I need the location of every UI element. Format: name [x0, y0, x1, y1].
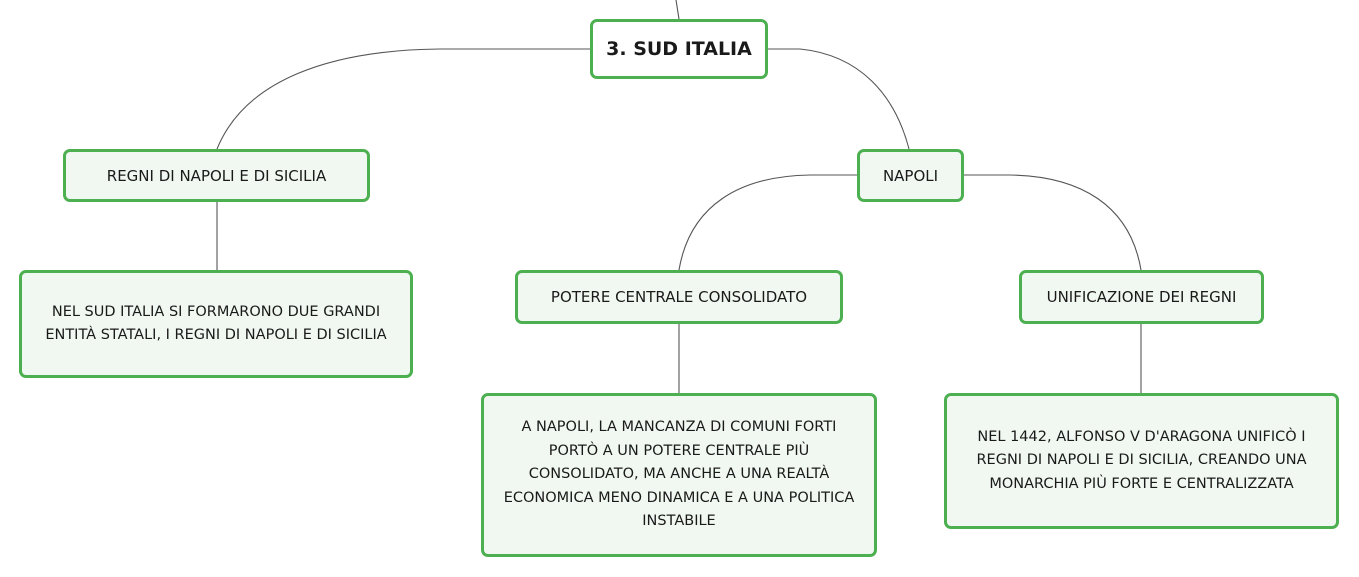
node-napoli[interactable]: NAPOLI — [857, 149, 964, 202]
node-potere-note-label: A NAPOLI, LA MANCANZA DI COMUNI FORTI PO… — [503, 419, 855, 530]
node-potere-note[interactable]: A NAPOLI, LA MANCANZA DI COMUNI FORTI PO… — [481, 393, 877, 557]
connector-root-to-regni — [216, 48, 590, 150]
node-regni-note[interactable]: NEL SUD ITALIA SI FORMARONO DUE GRANDI E… — [19, 270, 413, 378]
node-unificazione-label: UNIFICAZIONE DEI REGNI — [1046, 288, 1237, 306]
node-regni-note-label: NEL SUD ITALIA SI FORMARONO DUE GRANDI E… — [45, 303, 387, 344]
node-potere[interactable]: POTERE CENTRALE CONSOLIDATO — [515, 270, 843, 324]
root-node[interactable]: 3. SUD ITALIA — [590, 19, 768, 79]
connector-napoli-to-unificazione — [964, 174, 1142, 271]
node-unificazione-note-label: NEL 1442, ALFONSO V D'ARAGONA UNIFICÒ I … — [976, 428, 1307, 492]
node-unificazione[interactable]: UNIFICAZIONE DEI REGNI — [1019, 270, 1264, 324]
root-node-label: 3. SUD ITALIA — [606, 38, 752, 60]
node-regni-label: REGNI DI NAPOLI E DI SICILIA — [106, 166, 327, 185]
node-potere-label: POTERE CENTRALE CONSOLIDATO — [550, 288, 808, 306]
connector-parent-to-root — [675, 0, 680, 20]
connector-root-to-napoli — [768, 48, 910, 150]
node-unificazione-note[interactable]: NEL 1442, ALFONSO V D'ARAGONA UNIFICÒ I … — [944, 393, 1339, 529]
node-regni[interactable]: REGNI DI NAPOLI E DI SICILIA — [63, 149, 370, 202]
node-napoli-label: NAPOLI — [882, 166, 939, 185]
connector-napoli-to-potere — [678, 174, 857, 271]
